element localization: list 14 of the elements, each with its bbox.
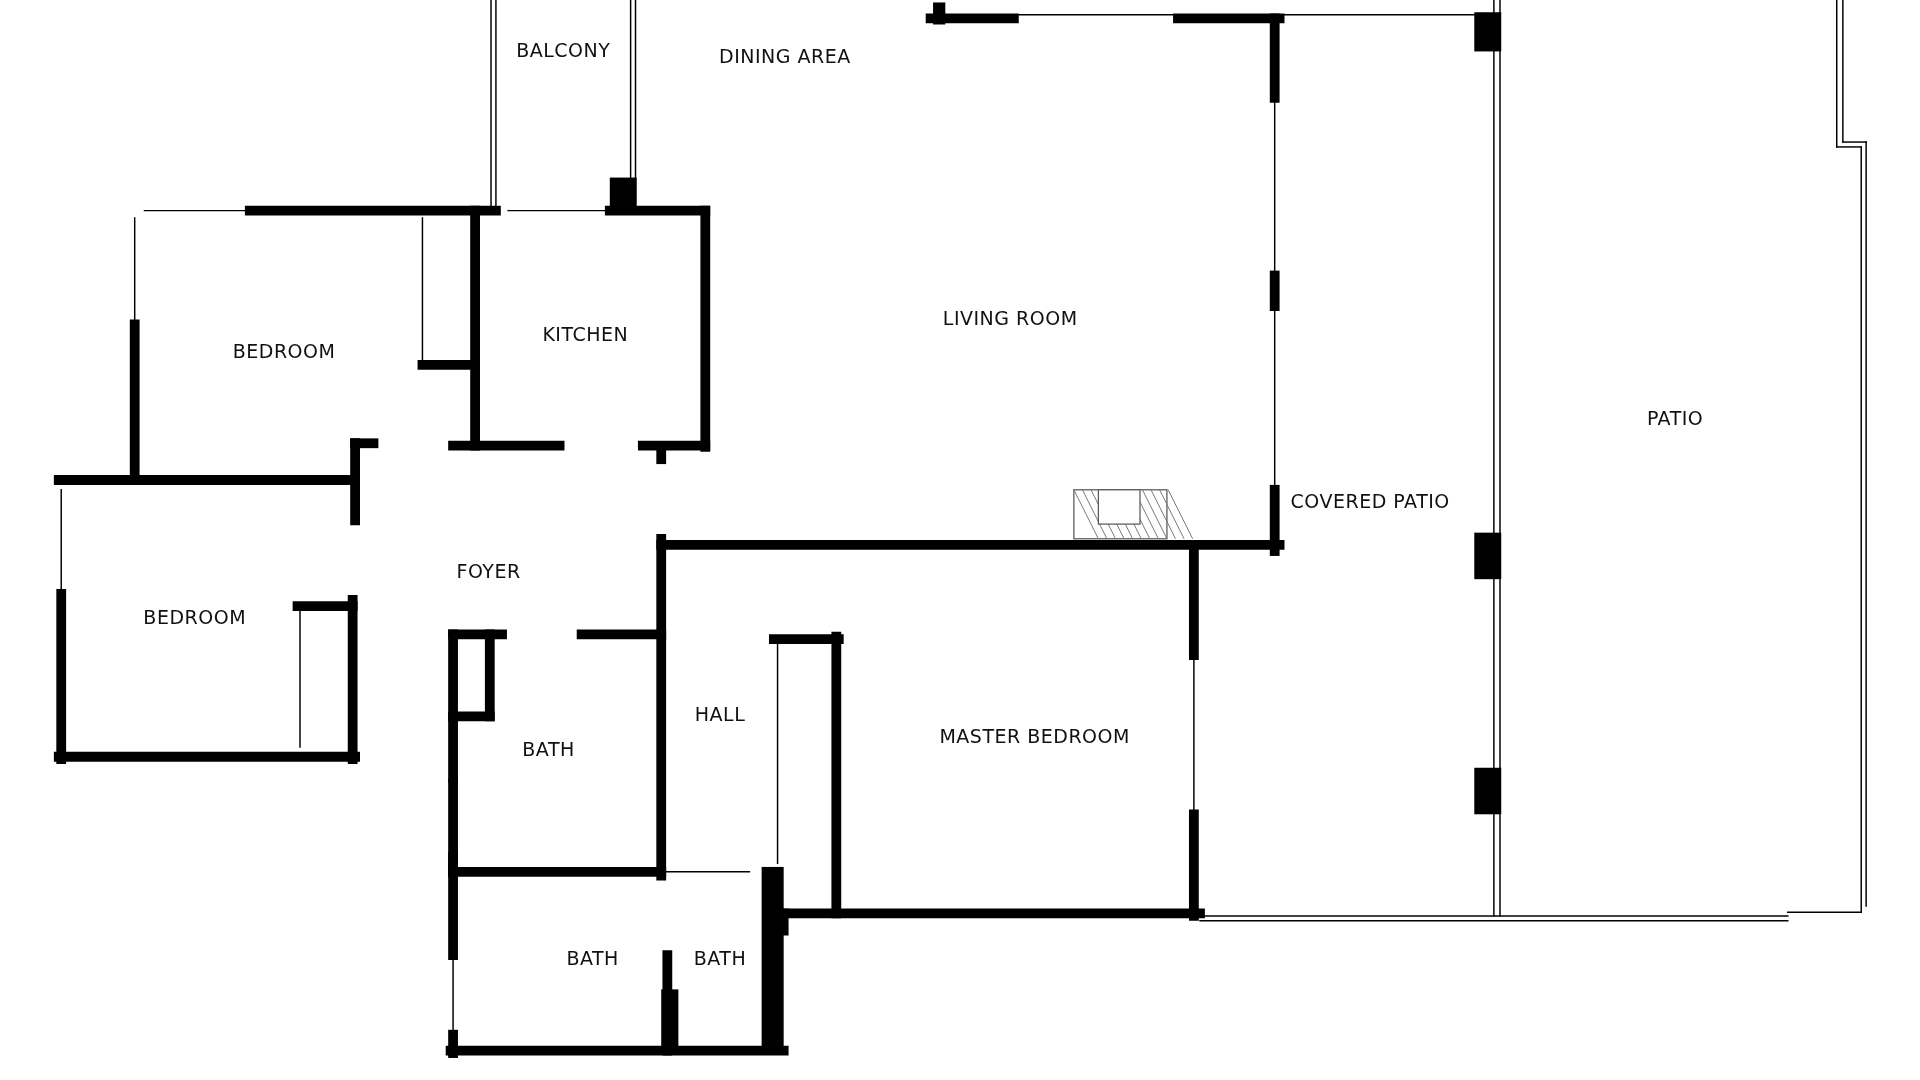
room-label: BATH — [566, 946, 619, 969]
room-label: DINING AREA — [719, 45, 851, 68]
room-label: LIVING ROOM — [942, 307, 1078, 330]
room-label: BATH — [522, 738, 575, 761]
room-label: BATH — [693, 946, 747, 969]
room-label: BEDROOM — [143, 606, 247, 629]
room-label: KITCHEN — [542, 323, 629, 346]
room-label: HALL — [694, 702, 746, 725]
room-label: MASTER BEDROOM — [939, 724, 1130, 747]
room-label: PATIO — [1646, 406, 1704, 429]
room-label: BALCONY — [516, 39, 611, 62]
room-label: FOYER — [456, 559, 521, 582]
room-label: COVERED PATIO — [1290, 489, 1450, 512]
room-label: BEDROOM — [232, 340, 336, 363]
